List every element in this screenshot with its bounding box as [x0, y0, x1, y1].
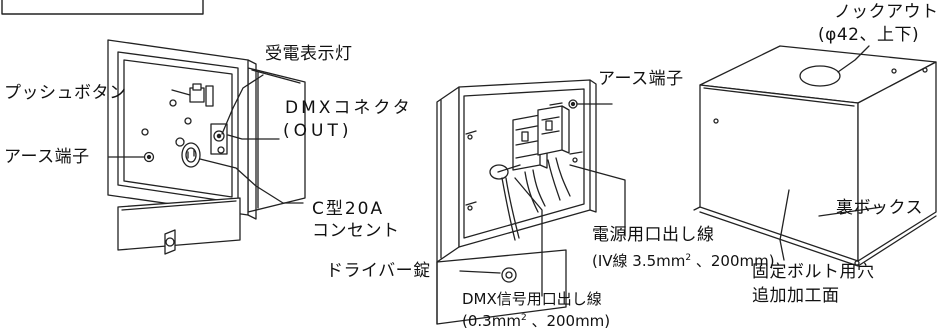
terminal-blocks — [512, 105, 570, 171]
fixing-bolt-hole-label: 固定ボルト用穴 — [752, 262, 875, 282]
dmx-lead-spec-text: (0.3mm — [462, 312, 521, 329]
power-lead-spec-text-2: 、200mm) — [691, 252, 775, 270]
back-box-label: 裏ボックス — [836, 198, 923, 218]
dmx-lead-label: DMX信号用口出し線 — [462, 290, 602, 308]
knockout-size-label: (φ42、上下) — [818, 25, 920, 45]
push-button-part — [189, 83, 214, 107]
c-type-label: C型20A — [312, 199, 385, 219]
push-button-label: プッシュボタン — [4, 83, 127, 103]
earth-terminal-mid-label: アース端子 — [598, 69, 684, 89]
middle-unit — [436, 79, 597, 325]
dmx-lead-spec-label: (0.3mm2 、200mm) — [462, 310, 610, 329]
outlet-label: コンセント — [312, 221, 400, 241]
knockout-label: ノックアウト — [834, 2, 939, 22]
left-unit — [107, 39, 306, 255]
power-lead-label: 電源用口出し線 — [592, 225, 715, 245]
dmx-out-label: (OUT) — [283, 121, 353, 141]
power-lead-spec-label: (IV線 3.5mm2 、200mm) — [592, 250, 775, 270]
power-lamp-label: 受電表示灯 — [265, 44, 353, 64]
back-box — [693, 45, 937, 267]
driver-lock-label: ドライバー錠 — [326, 261, 431, 281]
dmx-lead-spec-text-2: 、200mm) — [526, 312, 611, 329]
earth-terminal-left-label: アース端子 — [4, 147, 90, 167]
dmx-lead-spec-superscript: 2 — [520, 313, 527, 323]
knockout-hole — [799, 65, 841, 87]
power-lead-spec-superscript: 2 — [685, 253, 692, 263]
corner-box-fragment — [1, 0, 204, 15]
driver-lock-part — [501, 267, 517, 283]
dmx-connector-label: DMXコネクタ — [285, 98, 413, 118]
outlet-part — [181, 142, 201, 168]
lead-wires — [501, 157, 571, 241]
fixing-bolt-surface-label: 追加加工面 — [752, 286, 840, 306]
power-lead-spec-text: (IV線 3.5mm — [592, 252, 686, 270]
